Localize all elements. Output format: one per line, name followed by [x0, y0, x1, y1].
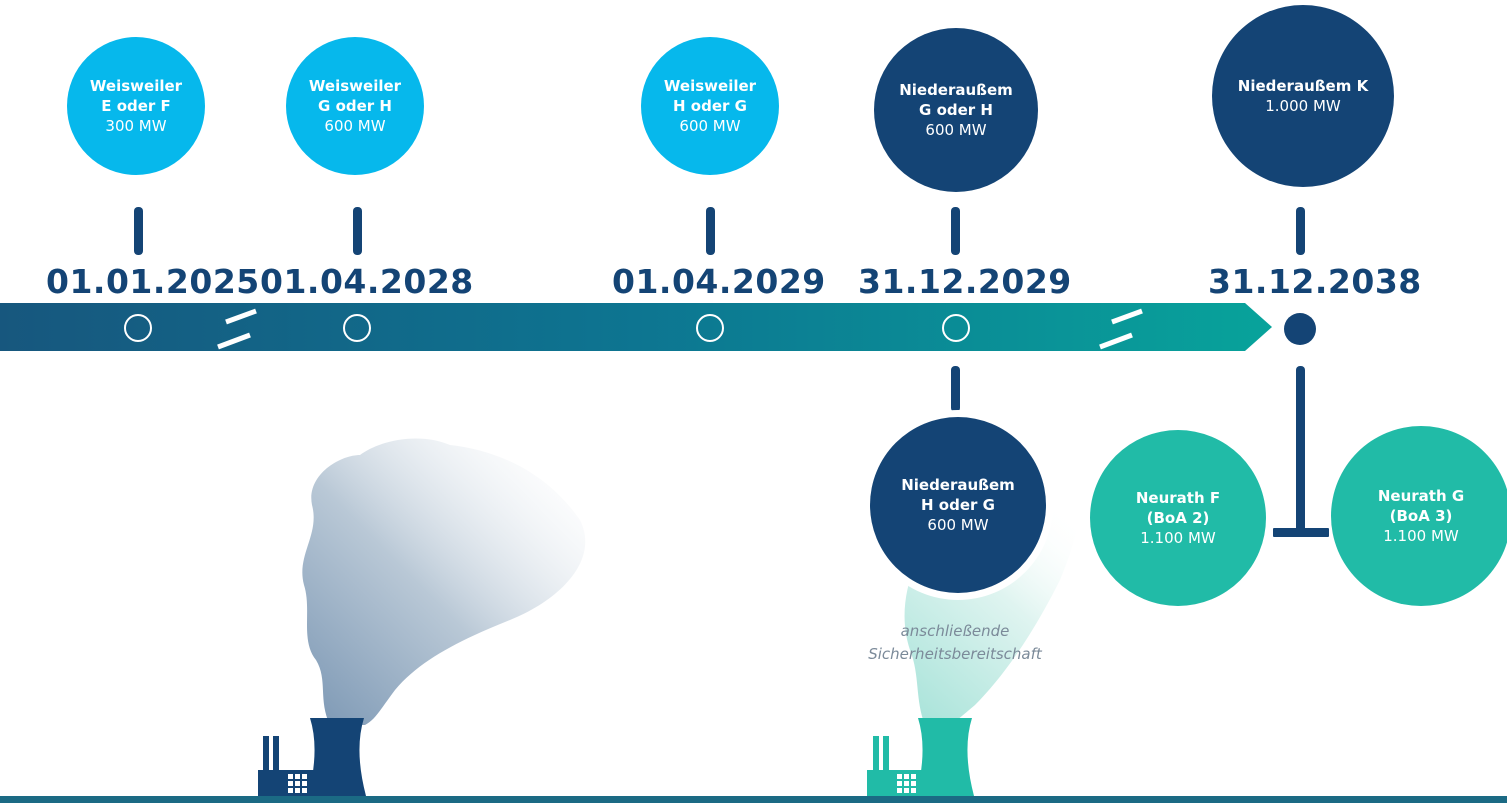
plant-unit: (BoA 3) — [1389, 506, 1453, 525]
connector-stem — [706, 207, 715, 255]
plant-name: Neurath G — [1377, 486, 1465, 505]
steam-cloud-icon — [302, 438, 586, 725]
plant-capacity: 600 MW — [927, 516, 989, 535]
timeline-break-icon — [1099, 308, 1143, 350]
plant-name: Niederaußem — [901, 475, 1015, 494]
plant-circle: Niederaußem H oder G 600 MW — [870, 417, 1046, 593]
note-line: anschließende — [900, 622, 1010, 640]
connector-crossbar — [1273, 528, 1329, 537]
timeline-break-icon — [217, 308, 257, 350]
plant-capacity: 600 MW — [324, 117, 386, 136]
date-label: 31.12.2029 — [858, 262, 1072, 301]
plant-name: Weisweiler — [308, 76, 402, 95]
plant-name: Niederaußem — [899, 80, 1013, 99]
timeline-marker-icon — [696, 314, 724, 342]
power-plant-icon — [867, 718, 974, 796]
connector-stem — [134, 207, 143, 255]
timeline-marker-icon — [942, 314, 970, 342]
connector-stem — [951, 207, 960, 255]
plant-capacity: 300 MW — [105, 117, 167, 136]
plant-capacity: 1.100 MW — [1383, 527, 1459, 546]
date-label: 31.12.2038 — [1208, 262, 1422, 301]
plant-capacity: 1.000 MW — [1265, 97, 1341, 115]
connector-stem — [951, 366, 960, 412]
timeline-marker-icon — [343, 314, 371, 342]
plant-circle: Neurath G (BoA 3) 1.100 MW — [1331, 426, 1507, 606]
plant-circle: Niederaußem K 1.000 MW — [1212, 5, 1394, 187]
plant-unit: (BoA 2) — [1146, 508, 1210, 527]
note-line: Sicherheitsbereitschaft — [868, 645, 1042, 664]
connector-stem — [1296, 366, 1305, 534]
timeline-marker-icon — [124, 314, 152, 342]
date-label: 01.01.2025 — [46, 262, 260, 301]
plant-capacity: 600 MW — [679, 117, 741, 136]
plant-circle: Weisweiler H oder G 600 MW — [641, 37, 779, 175]
plant-unit: G oder H — [318, 96, 392, 115]
plant-unit: G oder H — [919, 100, 993, 119]
plant-circle: Neurath F (BoA 2) 1.100 MW — [1090, 430, 1266, 606]
plant-circle: Niederaußem G oder H 600 MW — [874, 28, 1038, 192]
plant-name: Neurath F — [1135, 488, 1221, 507]
note-text: anschließende Sicherheitsbereitschaft — [830, 620, 1080, 667]
power-plant-icon — [258, 718, 366, 796]
date-label: 01.04.2028 — [260, 262, 474, 301]
connector-stem — [1296, 207, 1305, 255]
date-label: 01.04.2029 — [612, 262, 826, 301]
plant-name: Niederaußem K — [1237, 76, 1369, 95]
plant-unit: E oder F — [101, 96, 171, 115]
plant-capacity: 1.100 MW — [1140, 529, 1216, 548]
plant-capacity: 600 MW — [925, 121, 987, 140]
plant-unit: H oder G — [921, 495, 995, 514]
plant-circle: Weisweiler G oder H 600 MW — [286, 37, 424, 175]
plant-circle: Weisweiler E oder F 300 MW — [67, 37, 205, 175]
plant-unit: H oder G — [673, 96, 747, 115]
plant-name: Weisweiler — [89, 76, 183, 95]
connector-stem — [353, 207, 362, 255]
timeline-end-dot — [1284, 313, 1316, 345]
plant-name: Weisweiler — [663, 76, 757, 95]
ground-line — [0, 796, 1507, 803]
